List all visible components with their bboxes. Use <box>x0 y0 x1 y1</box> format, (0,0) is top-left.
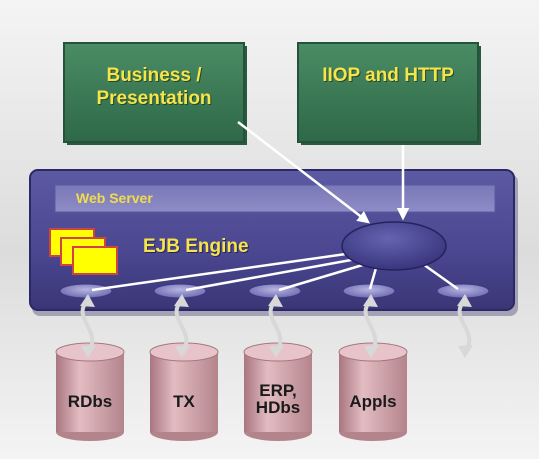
business-presentation-box <box>63 42 247 145</box>
web-server-bar <box>54 184 496 213</box>
iiop-http-label: IIOP and HTTP <box>322 65 454 86</box>
port-rdbs <box>59 283 113 299</box>
port-db-arrowheads <box>80 294 473 358</box>
request-arrows <box>237 121 410 224</box>
db-label-tx: TX <box>173 392 195 411</box>
hub-fan-lines <box>91 250 459 292</box>
port-appls <box>342 283 396 299</box>
business-presentation-label: Business / Presentation <box>96 65 212 109</box>
iiop-http-box <box>297 42 481 145</box>
arrow-business-to-hub <box>237 121 370 224</box>
db-label-rdbs: RDbs <box>67 392 113 411</box>
db-label-erp-hdbs: ERP, HDbs <box>255 381 301 417</box>
web-server-label: Web Server <box>76 190 153 206</box>
db-label-appls: Appls <box>349 392 397 411</box>
port-tx <box>153 283 207 299</box>
port-extra <box>436 283 490 299</box>
ejb-engine-label: EJB Engine <box>143 236 249 257</box>
container-stack-icon <box>49 228 118 275</box>
database-cylinders <box>55 342 408 441</box>
ejb-hub <box>341 221 447 271</box>
db-erp-hdbs <box>243 342 313 441</box>
db-tx <box>149 342 219 441</box>
